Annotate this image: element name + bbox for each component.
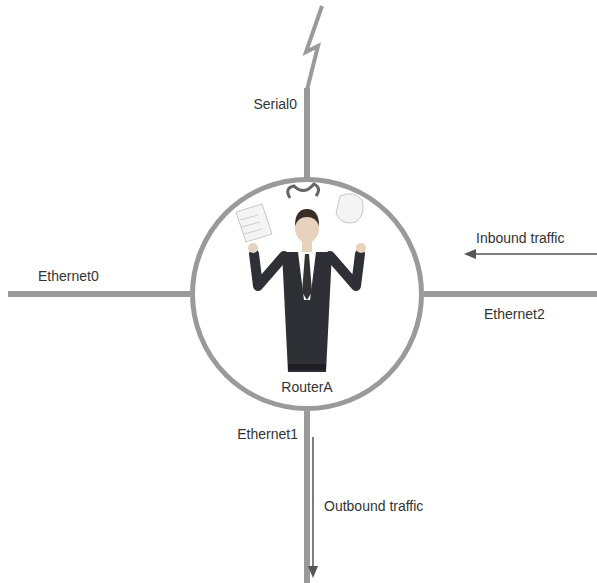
paper-icon <box>336 194 363 223</box>
shirt <box>298 252 316 300</box>
left-hand <box>248 243 258 253</box>
interface-wires <box>8 6 597 583</box>
paper-icon <box>236 204 272 242</box>
ethernet1-wire <box>304 411 310 583</box>
right-hand <box>356 243 366 253</box>
phone-icon <box>288 184 319 198</box>
outbound-arrow <box>312 437 314 568</box>
inbound-arrow <box>474 253 597 255</box>
juggling-man <box>236 184 366 372</box>
router-circle: RouterA <box>190 177 424 411</box>
router-name: RouterA <box>281 379 332 395</box>
ethernet0-wire <box>8 291 190 297</box>
interface-label: Serial0 <box>253 96 297 112</box>
hair <box>295 209 319 226</box>
interface-label: Ethernet1 <box>237 426 298 442</box>
serial-wire <box>304 88 310 178</box>
suit-jacket <box>282 252 332 372</box>
interface-label: Ethernet0 <box>38 268 99 284</box>
ethernet2-wire <box>424 291 597 297</box>
interface-label: Ethernet2 <box>484 306 545 322</box>
left-arm <box>254 254 284 286</box>
outbound-arrowhead <box>308 566 318 578</box>
belt <box>288 364 326 370</box>
tie <box>302 254 312 300</box>
paper-lines <box>240 215 262 234</box>
traffic-arrows <box>308 249 597 578</box>
traffic-label: Outbound traffic <box>324 498 423 514</box>
right-arm <box>330 254 360 286</box>
traffic-label: Inbound traffic <box>476 230 564 246</box>
router-ring <box>193 180 422 409</box>
inbound-arrowhead <box>464 249 476 259</box>
router-outline <box>190 177 424 411</box>
serial-lightning <box>306 6 322 90</box>
